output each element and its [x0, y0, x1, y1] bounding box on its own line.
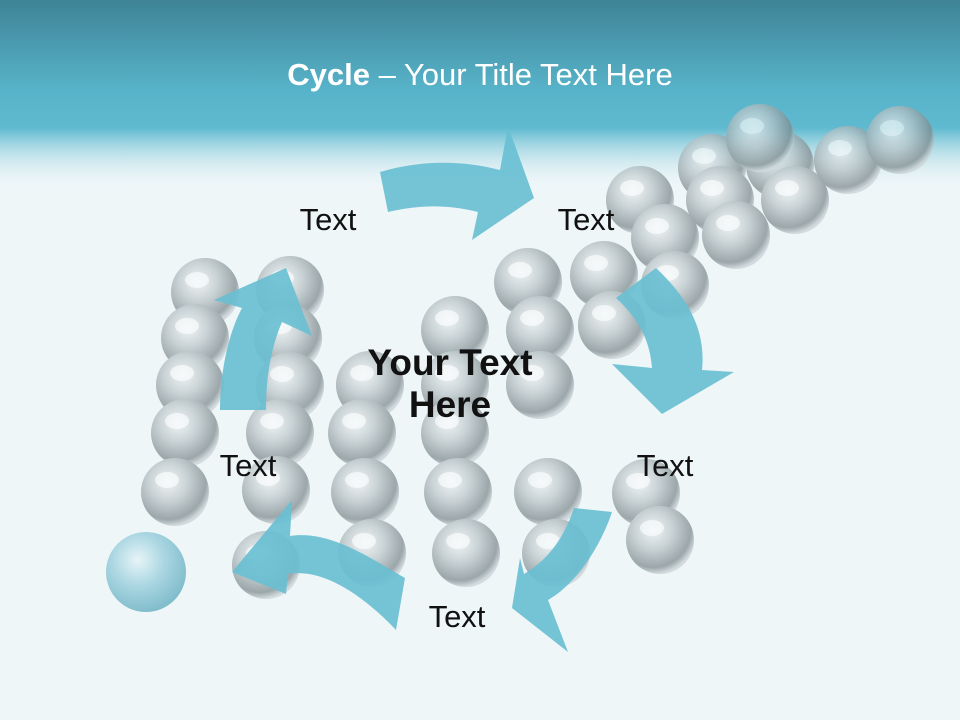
cycle-node-label: Text	[219, 448, 277, 483]
sphere-highlight	[256, 470, 280, 486]
sphere-highlight	[592, 305, 616, 321]
sphere-highlight	[435, 365, 459, 381]
sphere-highlight	[740, 118, 764, 134]
sphere-highlight	[508, 262, 532, 278]
chrome-sphere	[432, 519, 500, 587]
sphere-highlight	[645, 218, 669, 234]
sphere-highlight	[270, 366, 294, 382]
sphere-highlight	[165, 413, 189, 429]
sphere-highlight	[175, 318, 199, 334]
slide-title: Cycle – Your Title Text Here	[0, 52, 960, 98]
cycle-node-label: Text	[428, 599, 486, 634]
cycle-node-label: Text	[557, 202, 615, 237]
arrow-bottom-left	[232, 500, 405, 630]
sphere-highlight	[880, 120, 904, 136]
sphere-highlight	[438, 472, 462, 488]
chrome-sphere	[702, 201, 770, 269]
center-text-line-2: Here	[408, 384, 492, 425]
sphere-highlight	[170, 365, 194, 381]
sphere-highlight	[435, 310, 459, 326]
sphere-highlight	[536, 533, 560, 549]
sphere-highlight	[692, 148, 716, 164]
sphere-highlight	[700, 180, 724, 196]
header-band	[0, 0, 960, 128]
chrome-sphere	[726, 104, 794, 172]
sphere-highlight	[520, 310, 544, 326]
sphere-highlight	[345, 472, 369, 488]
sphere-highlight	[620, 180, 644, 196]
cycle-node-label: Text	[636, 448, 694, 483]
sphere-highlight	[342, 413, 366, 429]
sphere-highlight	[352, 533, 376, 549]
sphere-highlight	[584, 255, 608, 271]
sphere-highlight	[775, 180, 799, 196]
arrow-right	[612, 268, 734, 414]
blue-sphere	[106, 532, 186, 612]
arrow-bottom-right	[512, 508, 612, 652]
arrow-left	[214, 268, 312, 410]
sphere-highlight	[350, 365, 374, 381]
title-bold: Cycle	[287, 57, 370, 92]
sphere-highlight	[446, 533, 470, 549]
sphere-highlight	[155, 472, 179, 488]
cycle-node-label: Text	[299, 202, 357, 237]
sphere-field	[141, 104, 934, 599]
chrome-sphere	[424, 458, 492, 526]
sphere-highlight	[716, 215, 740, 231]
cycle-arrows	[214, 126, 734, 652]
sphere-highlight	[640, 520, 664, 536]
center-text-line-1: Your Text	[367, 342, 533, 383]
sphere-highlight	[828, 140, 852, 156]
chrome-sphere	[866, 106, 934, 174]
sphere-highlight	[528, 472, 552, 488]
title-rest: – Your Title Text Here	[370, 57, 673, 92]
sphere-highlight	[435, 413, 459, 429]
sphere-highlight	[185, 272, 209, 288]
sphere-highlight	[520, 365, 544, 381]
arrow-top	[380, 126, 534, 240]
sphere-highlight	[626, 473, 650, 489]
chrome-sphere	[626, 506, 694, 574]
center-text: Your Text Here	[320, 342, 580, 426]
sphere-highlight	[260, 413, 284, 429]
